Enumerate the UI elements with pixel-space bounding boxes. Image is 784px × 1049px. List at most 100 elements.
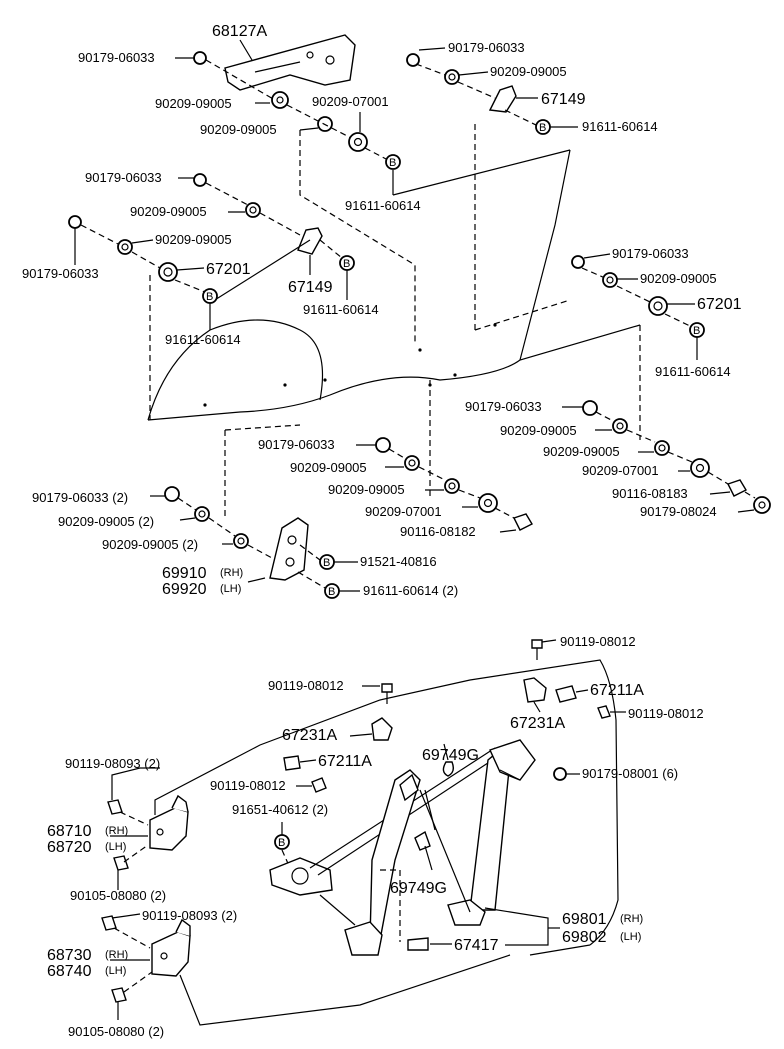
label-91611-60614: 91611-60614	[165, 332, 241, 347]
regulator-bottom-bracket-icon	[344, 921, 383, 956]
grommet-icon	[690, 458, 710, 478]
washer-icon	[602, 272, 618, 288]
bolt-icon	[597, 705, 611, 719]
label-90209-07001: 90209-07001	[582, 463, 659, 478]
upper-hinge: 90119-08093 (2) 68710 (RH) 68720 (LH) 90…	[47, 756, 189, 903]
label-69802: 69802	[562, 929, 607, 946]
label-67211A: 67211A	[318, 753, 372, 770]
label-90179-06033: 90179-06033	[448, 40, 525, 55]
label-90119-08012: 90119-08012	[628, 706, 704, 721]
label-rh: (RH)	[105, 949, 128, 961]
cushion-icon	[193, 173, 207, 187]
label-69749G: 69749G	[390, 880, 447, 897]
cluster-middle-left: 90179-06033 90209-09005 67149 B 91611-60…	[22, 170, 379, 347]
label-91651-40612-2: 91651-40612 (2)	[232, 802, 328, 817]
label-67201: 67201	[697, 296, 742, 313]
hinge-68730-icon	[151, 931, 191, 977]
cushion-67201-icon	[648, 296, 668, 316]
cluster-top-right: 90179-06033 90209-09005 67149 B 91611-60…	[406, 40, 658, 135]
label-68740: 68740	[47, 963, 92, 980]
cluster-lower-left: 90179-06033 (2) 90209-09005 (2) 90209-09…	[32, 486, 458, 599]
bolt-icon	[111, 987, 127, 1003]
label-rh: (RH)	[220, 567, 243, 579]
label-90179-06033-2: 90179-06033 (2)	[32, 490, 128, 505]
washer-icon	[654, 440, 670, 456]
washer-icon	[233, 533, 249, 549]
cluster-lower-right: 90179-06033 90209-09005 90209-09005 9020…	[465, 399, 771, 519]
label-90179-08024: 90179-08024	[640, 504, 717, 519]
bolt-icon	[101, 915, 117, 931]
label-lh: (LH)	[105, 965, 126, 977]
door-frame-outline	[154, 659, 619, 1026]
label-67149: 67149	[288, 279, 333, 296]
guide-67231A-icon	[523, 677, 547, 703]
washer-icon	[271, 91, 289, 109]
glass-channel-67149-icon	[297, 227, 323, 255]
cushion-icon	[582, 400, 598, 416]
bolt-icon	[113, 855, 129, 871]
cluster-middle-right: 90179-06033 90209-09005 67201 B 91611-60…	[571, 246, 742, 379]
label-rh: (RH)	[105, 825, 128, 837]
nut-icon	[753, 496, 771, 514]
label-67211A: 67211A	[590, 682, 644, 699]
label-90119-08012: 90119-08012	[210, 778, 286, 793]
label-90209-09005: 90209-09005	[130, 204, 207, 219]
label-90119-08012: 90119-08012	[268, 678, 344, 693]
glass-channel-67149-icon	[488, 85, 517, 113]
door-glass	[147, 120, 641, 520]
label-90119-08012: 90119-08012	[560, 634, 636, 649]
washer-icon	[117, 239, 133, 255]
label-lh: (LH)	[105, 841, 126, 853]
nut-icon	[553, 767, 567, 781]
cushion-icon	[68, 215, 82, 229]
b-mark: B	[343, 258, 350, 270]
label-91521-40816: 91521-40816	[360, 554, 437, 569]
label-90209-09005: 90209-09005	[155, 96, 232, 111]
hardware-top: 90119-08012 90119-08012 67211A 90119-080…	[210, 634, 704, 869]
cushion-icon	[406, 53, 420, 67]
label-rh: (RH)	[620, 913, 643, 925]
label-90209-09005: 90209-09005	[543, 444, 620, 459]
guide-67211A-icon	[283, 755, 301, 771]
washer-icon	[612, 418, 628, 434]
bolt-b-icon	[202, 288, 218, 304]
label-67149: 67149	[541, 91, 586, 108]
label-90119-08093-2: 90119-08093 (2)	[142, 908, 237, 923]
b-mark: B	[323, 557, 330, 569]
b-mark: B	[206, 291, 213, 303]
label-90116-08183: 90116-08183	[612, 486, 688, 501]
washer-icon	[444, 478, 460, 494]
glass-bracket-69910-icon	[269, 517, 309, 581]
regulator-bottom-bracket-icon	[447, 899, 486, 926]
label-91611-60614: 91611-60614	[303, 302, 379, 317]
bolt-icon	[513, 513, 533, 531]
cushion-67201-icon	[158, 262, 178, 282]
label-90179-08001-6: 90179-08001 (6)	[582, 766, 678, 781]
label-90119-08093-2: 90119-08093 (2)	[65, 756, 160, 771]
bolt-icon	[381, 683, 393, 693]
bolt-icon	[311, 777, 327, 793]
regulator-drum-icon	[269, 857, 333, 896]
label-91611-60614: 91611-60614	[345, 198, 421, 213]
label-90209-09005: 90209-09005	[155, 232, 232, 247]
clip-69749G-icon	[442, 761, 455, 777]
label-91611-60614-2: 91611-60614 (2)	[363, 583, 458, 598]
label-67201: 67201	[206, 261, 251, 278]
guide-67211A-icon	[555, 685, 577, 703]
cushion-icon	[571, 255, 585, 269]
cluster-top-left: 90179-06033 90209-09005 90209-09005 9020…	[78, 50, 571, 213]
label-lh: (LH)	[620, 931, 641, 943]
label-69920: 69920	[162, 581, 207, 598]
label-68127A: 68127A	[212, 23, 267, 40]
clip-67417-icon	[407, 937, 429, 951]
label-68710: 68710	[47, 823, 92, 840]
label-68730: 68730	[47, 947, 92, 964]
label-67417: 67417	[454, 937, 499, 954]
label-90179-06033: 90179-06033	[612, 246, 689, 261]
grommet-icon	[348, 132, 368, 152]
lower-hinge: 90119-08093 (2) 68730 (RH) 68740 (LH) 90…	[47, 908, 237, 1039]
label-90209-09005: 90209-09005	[500, 423, 577, 438]
label-lh: (LH)	[220, 583, 241, 595]
label-90179-06033: 90179-06033	[85, 170, 162, 185]
